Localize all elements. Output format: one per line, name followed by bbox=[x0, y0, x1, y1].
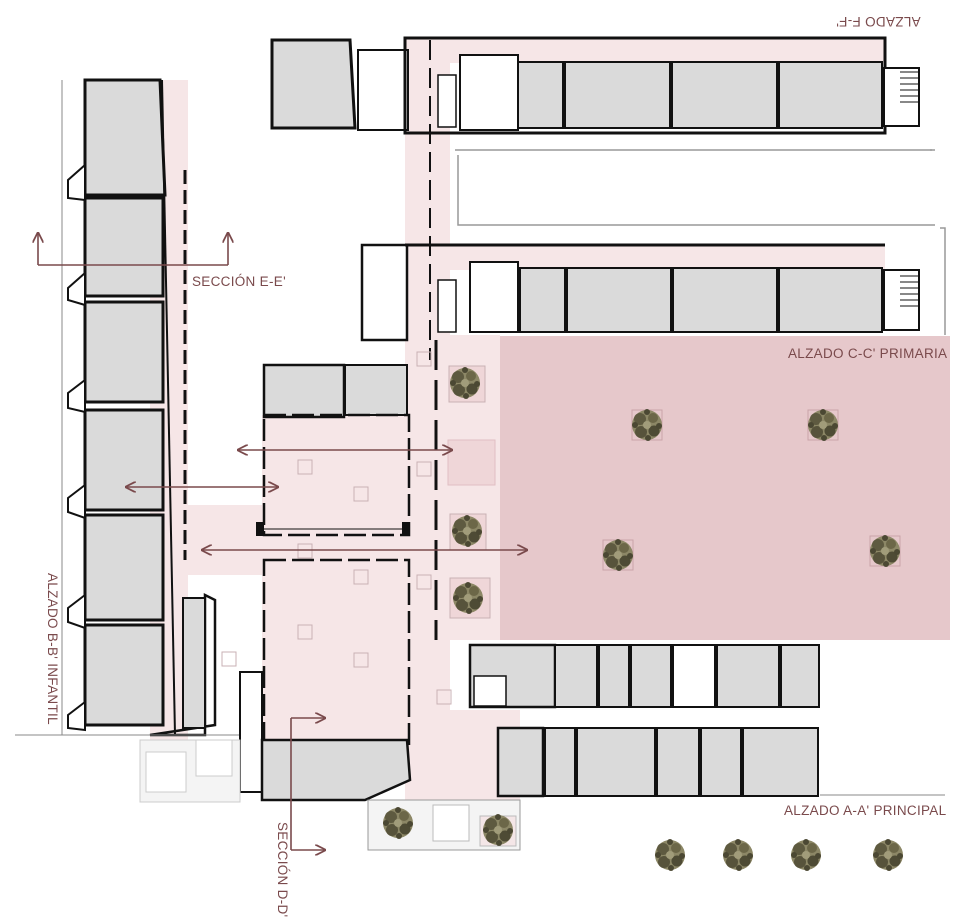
primary-courtyard bbox=[500, 336, 950, 640]
planting-strip bbox=[455, 149, 946, 335]
section-ee-label: SECCIÓN E-E' bbox=[192, 274, 286, 289]
primary-wing-middle bbox=[360, 243, 920, 342]
primary-wing-top bbox=[270, 36, 920, 135]
primary-wing-bottom bbox=[468, 643, 945, 798]
floor-plan bbox=[15, 36, 950, 871]
elevation-cc-label: ALZADO C-C' PRIMARIA bbox=[788, 346, 948, 361]
elevation-ff-label: ALZADO F-F' bbox=[836, 14, 921, 29]
infantil-wing bbox=[15, 78, 240, 737]
section-arrow-icon bbox=[38, 233, 527, 850]
central-block bbox=[221, 40, 452, 747]
section-dd-label: SECCIÓN D-D' bbox=[275, 822, 290, 917]
elevation-bb-label: ALZADO B-B' INFANTIL bbox=[45, 573, 60, 725]
courtyard-patch bbox=[447, 439, 496, 486]
elevation-aa-label: ALZADO A-A' PRINCIPAL bbox=[784, 803, 947, 818]
